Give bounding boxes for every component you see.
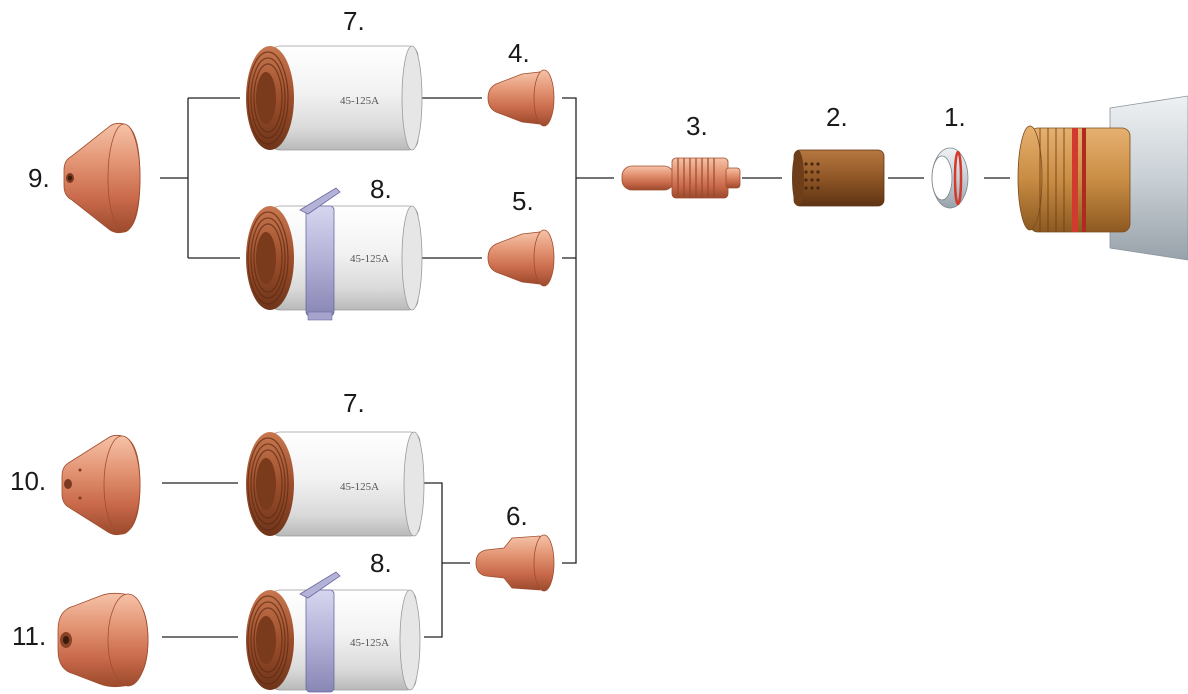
stamp-retaining-cap-top-7: 45-125A bbox=[340, 95, 379, 107]
retaining-cap-8-top bbox=[246, 187, 423, 321]
nozzle-4 bbox=[487, 69, 555, 127]
label-8-top: 8. bbox=[370, 174, 392, 204]
label-7-bottom: 7. bbox=[343, 388, 365, 418]
nozzle-6 bbox=[475, 534, 555, 592]
label-7-top: 7. bbox=[343, 6, 365, 36]
electrode-3 bbox=[621, 157, 741, 199]
retaining-cap-7-bottom bbox=[246, 431, 425, 537]
retaining-cap-8-bottom bbox=[246, 571, 421, 693]
label-10: 10. bbox=[10, 466, 47, 496]
shield-cap-9 bbox=[63, 122, 141, 234]
label-3: 3. bbox=[686, 111, 708, 141]
shield-cap-10 bbox=[61, 434, 141, 536]
label-9: 9. bbox=[28, 163, 50, 193]
label-1: 1. bbox=[944, 102, 966, 132]
label-2: 2. bbox=[826, 102, 848, 132]
connector-lines bbox=[160, 97, 1010, 638]
label-5: 5. bbox=[512, 186, 534, 216]
shield-cap-11 bbox=[57, 592, 149, 688]
label-11: 11. bbox=[12, 621, 47, 651]
stamp-retaining-cap-bottom-7: 45-125A bbox=[340, 481, 379, 493]
cap-stamps: 45-125A 45-125A 45-125A 45-125A bbox=[340, 95, 389, 649]
retaining-cap-7-top bbox=[246, 45, 423, 151]
label-4: 4. bbox=[508, 38, 530, 68]
swirl-ring-2 bbox=[792, 149, 885, 207]
label-8-bottom: 8. bbox=[370, 548, 392, 578]
stamp-retaining-cap-top-8: 45-125A bbox=[350, 253, 389, 265]
stamp-retaining-cap-bottom-8: 45-125A bbox=[350, 637, 389, 649]
nozzle-5 bbox=[487, 229, 555, 287]
adapter-1 bbox=[931, 147, 969, 209]
torch-head bbox=[1017, 95, 1188, 261]
label-6: 6. bbox=[506, 501, 528, 531]
